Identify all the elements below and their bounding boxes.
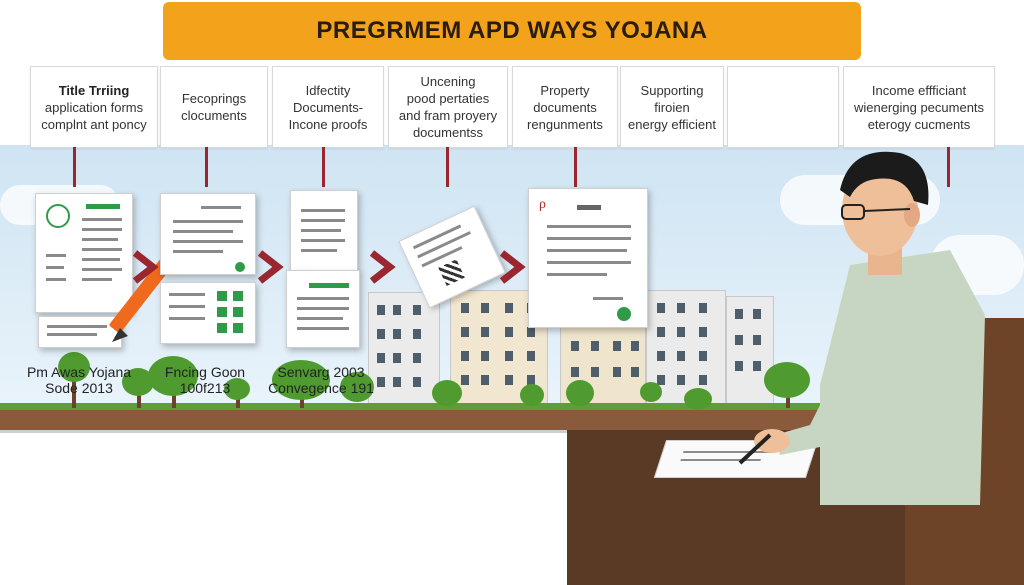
application-form-document [35,193,133,313]
caption-line: Fncing Goon [164,364,246,380]
connector-pole [446,147,449,187]
tree [520,384,544,406]
header-line: Income effficiant [871,82,967,98]
tree [58,352,90,382]
caption-pm-awas: Pm Awas Yojana Sode 2013 [14,364,144,396]
chevron-right-icon [499,250,526,284]
property-document: ρ [528,188,648,328]
caption-line: Senvarg 2003 [277,364,365,380]
caption-line: Pm Awas Yojana [26,364,132,380]
connector-pole [205,147,208,187]
chevron-right-icon [257,250,284,284]
apartment-building [726,296,774,412]
caption-fncing: Fncing Goon 100f213 [140,364,270,396]
header-column-supporting: Supporting firoien energy efficient [620,66,724,148]
caption-line: Convegence 191 [268,380,374,396]
connector-pole [73,147,76,187]
header-line: documentss [412,125,484,140]
ground-strip [0,410,1024,432]
header-line: rengunments [527,116,603,132]
header-line: Title Trriing [58,82,130,98]
header-line: Incone proofs [288,116,368,132]
header-column-fecoprings: Fecoprings clocuments [160,66,268,148]
header-column-title: Title Trriing application forms complnt … [30,66,158,148]
ground-rail [0,430,1024,433]
header-line: clocuments [181,108,247,123]
header-line: Property [540,82,590,98]
tree [224,378,250,400]
tree [432,380,462,406]
header-line: Documents- [292,99,364,115]
header-line: pood pertaties [406,91,490,106]
caption-line: 100f213 [179,380,231,396]
caption-senvarg: Senvarg 2003 Convegence 191 [256,364,386,396]
header-column-empty [727,66,839,148]
header-line: Uncening [420,74,476,89]
income-proof-document [286,270,360,348]
header-column-property: Property documents rengunments [512,66,618,148]
connector-pole [574,147,577,187]
header-line: eterogy cucments [867,116,971,132]
header-line: wienerging pecuments [853,99,985,115]
header-line: firoien [654,99,690,115]
header-line: and fram proyery [398,108,498,123]
checklist-document [160,282,256,344]
tree [764,362,810,398]
caption-line: Sode 2013 [45,380,113,396]
header-line: complnt ant poncy [41,116,147,132]
tree [340,372,374,402]
person-writing-illustration [738,151,985,505]
form-footer-sheet [38,316,122,348]
connector-pole [947,147,950,187]
chevron-right-icon [132,250,159,284]
fee-receipt-document [160,193,256,275]
tree [272,360,330,400]
tree [148,356,198,396]
tree [640,382,662,402]
grass-strip [0,403,1024,412]
apartment-building [368,292,440,412]
header-line: application forms [44,99,144,115]
header-line: Fecoprings [181,91,247,106]
header-column-uncening: Uncening pood pertaties and fram proyery… [388,66,508,148]
header-column-identity: Idfectity Documents- Incone proofs [272,66,384,148]
tree-trunk [137,384,141,408]
stamp-icon: ρ [539,197,546,212]
tree-trunk [72,370,76,408]
page-banner-title: PREGRMEM APD WAYS YOJANA [163,2,861,60]
header-line: documents [533,99,597,115]
identity-document [290,190,358,272]
header-line: Idfectity [305,82,351,98]
tree [566,380,594,406]
connector-pole [322,147,325,187]
header-line: energy efficient [628,116,716,132]
emblem-icon [46,204,70,228]
tree [684,388,712,410]
chevron-right-icon [369,250,396,284]
header-line: Supporting [640,82,704,98]
header-column-income: Income effficiant wienerging pecuments e… [843,66,995,148]
seal-icon [617,307,631,321]
qr-code-icon [438,259,465,286]
